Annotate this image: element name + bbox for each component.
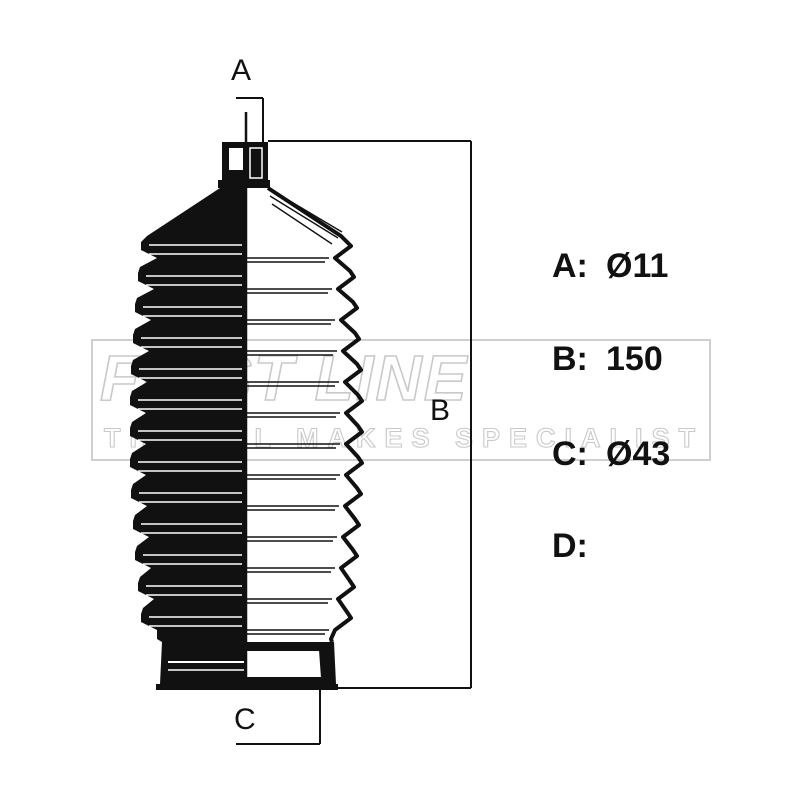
spec-b-value: 150 (606, 340, 663, 378)
spec-c-key: C: (552, 435, 588, 473)
dimension-label-c: C (234, 703, 256, 736)
dimension-label-a: A (231, 54, 251, 87)
spec-a-value: Ø11 (606, 247, 668, 285)
cone-line (269, 195, 339, 239)
cone-line (267, 187, 343, 233)
boot-bottom-collar (156, 642, 338, 690)
boot-left-silhouette (130, 188, 246, 642)
boot-top-collar (218, 142, 270, 188)
spec-c-value: Ø43 (606, 435, 670, 473)
watermark-frame (91, 339, 711, 461)
dimension-label-b: B (430, 394, 450, 427)
dimension-a (236, 97, 264, 144)
boot-right-outline (266, 186, 364, 643)
spec-b-key: B: (552, 340, 588, 378)
boot-left-grooves (138, 244, 242, 627)
cone-line (271, 203, 333, 245)
spec-d-key: D: (552, 527, 588, 565)
spec-list: A: Ø11 B: 150 C: Ø43 D: (552, 247, 670, 565)
dimension-b (268, 140, 472, 689)
dimension-c (236, 690, 321, 745)
spec-a-key: A: (552, 247, 588, 285)
boot-right-inner-lines (246, 187, 343, 635)
